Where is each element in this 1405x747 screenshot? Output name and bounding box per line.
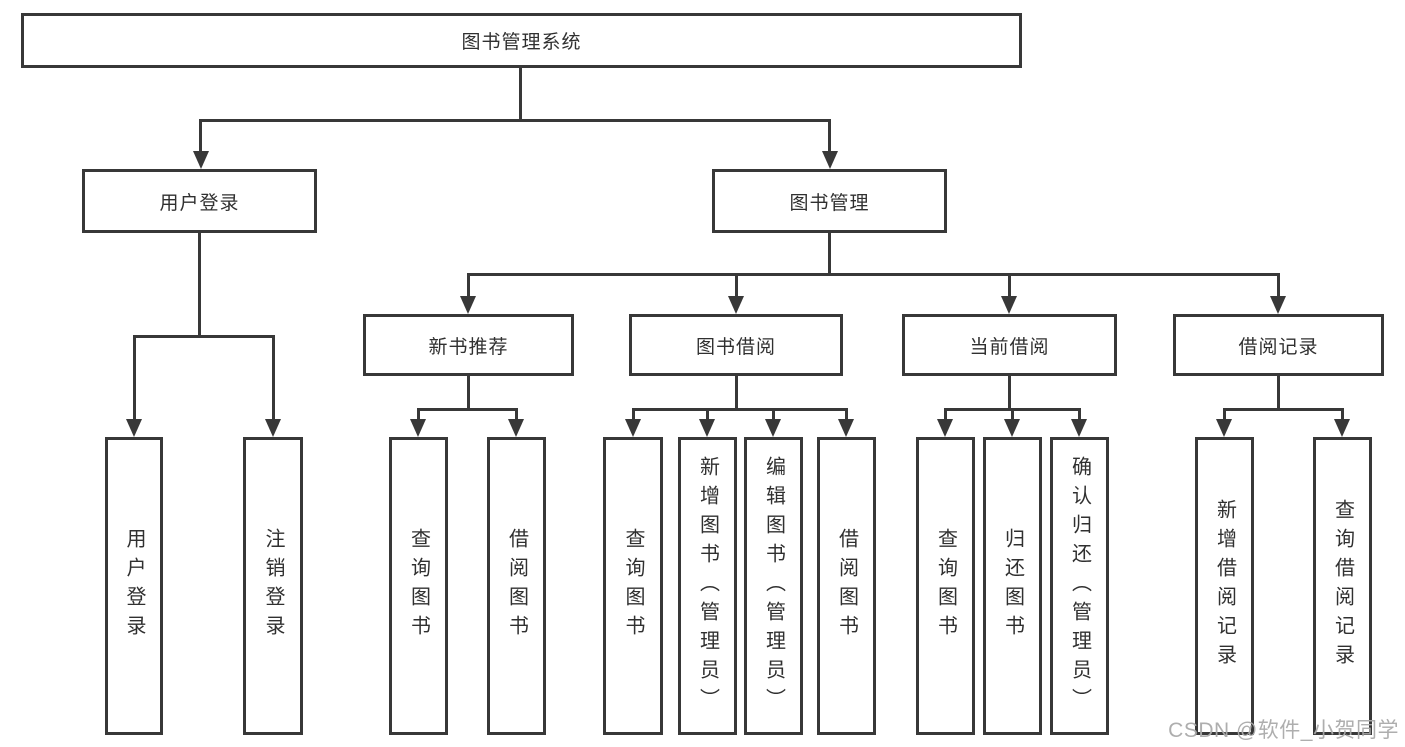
leaf-records-query-record-label: 查询借阅记录 <box>1331 499 1354 673</box>
arrow-down-icon <box>1334 419 1350 437</box>
connector-line <box>1011 408 1014 419</box>
leaf-newbook-borrow-books: 借阅图书 <box>487 437 546 735</box>
connector-line <box>1078 408 1081 419</box>
leaf-borrowing-borrow-books: 借阅图书 <box>817 437 876 735</box>
node-book-borrowing: 图书借阅 <box>629 314 843 376</box>
connector-line <box>519 68 522 119</box>
node-new-book-recommend-label: 新书推荐 <box>428 336 509 358</box>
arrow-down-icon <box>193 151 209 169</box>
arrow-down-icon <box>1071 419 1087 437</box>
node-borrowing-records-label: 借阅记录 <box>1238 336 1319 358</box>
node-current-borrowing: 当前借阅 <box>902 314 1117 376</box>
connector-line <box>845 408 848 419</box>
node-new-book-recommend: 新书推荐 <box>363 314 574 376</box>
connector-line <box>199 119 831 122</box>
connector-line <box>706 408 709 419</box>
arrow-down-icon <box>838 419 854 437</box>
leaf-records-query-record: 查询借阅记录 <box>1313 437 1372 735</box>
leaf-newbook-query-books-label: 查询图书 <box>407 528 430 644</box>
leaf-logout: 注销登录 <box>243 437 303 735</box>
connector-line <box>467 376 470 408</box>
connector-line <box>515 408 518 419</box>
leaf-records-add-record: 新增借阅记录 <box>1195 437 1254 735</box>
node-root-label: 图书管理系统 <box>461 32 582 53</box>
leaf-current-query-books-label: 查询图书 <box>934 528 957 644</box>
connector-line <box>198 233 201 335</box>
leaf-current-confirm-return-admin: 确认归还（管理员） <box>1050 437 1109 735</box>
connector-line <box>199 119 202 153</box>
leaf-borrowing-edit-books-admin-label: 编辑图书（管理员） <box>762 455 785 717</box>
leaf-borrowing-borrow-books-label: 借阅图书 <box>835 528 858 644</box>
leaf-borrowing-query-books-label: 查询图书 <box>622 528 644 644</box>
arrow-down-icon <box>1001 296 1017 314</box>
connector-line <box>772 408 775 419</box>
leaf-borrowing-query-books: 查询图书 <box>603 437 663 735</box>
node-book-management-label: 图书管理 <box>789 192 870 214</box>
connector-line <box>467 273 470 296</box>
connector-line <box>467 273 1280 276</box>
arrow-down-icon <box>460 296 476 314</box>
leaf-newbook-query-books: 查询图书 <box>389 437 448 735</box>
node-current-borrowing-label: 当前借阅 <box>969 336 1050 358</box>
arrow-down-icon <box>410 419 426 437</box>
leaf-borrowing-edit-books-admin: 编辑图书（管理员） <box>744 437 803 735</box>
arrow-down-icon <box>1004 419 1020 437</box>
leaf-borrowing-add-books-admin: 新增图书（管理员） <box>678 437 737 735</box>
leaf-logout-label: 注销登录 <box>262 528 284 644</box>
csdn-watermark: CSDN @软件_小贺同学 <box>1168 719 1399 742</box>
arrow-down-icon <box>765 419 781 437</box>
connector-line <box>632 408 635 419</box>
arrow-down-icon <box>1216 419 1232 437</box>
connector-line <box>1277 273 1280 296</box>
node-root: 图书管理系统 <box>21 13 1022 68</box>
arrow-down-icon <box>508 419 524 437</box>
arrow-down-icon <box>937 419 953 437</box>
connector-line <box>632 408 848 411</box>
arrow-down-icon <box>1270 296 1286 314</box>
arrow-down-icon <box>822 151 838 169</box>
arrow-down-icon <box>126 419 142 437</box>
connector-line <box>133 335 275 338</box>
connector-line <box>735 376 738 408</box>
connector-line <box>1008 273 1011 296</box>
connector-line <box>417 408 518 411</box>
leaf-current-return-books-label: 归还图书 <box>1001 528 1024 644</box>
leaf-borrowing-add-books-admin-label: 新增图书（管理员） <box>696 455 719 717</box>
connector-line <box>417 408 420 419</box>
arrow-down-icon <box>728 296 744 314</box>
leaf-newbook-borrow-books-label: 借阅图书 <box>505 528 528 644</box>
leaf-records-add-record-label: 新增借阅记录 <box>1213 499 1236 673</box>
connector-line <box>1277 376 1280 408</box>
connector-line <box>828 233 831 273</box>
connector-line <box>1341 408 1344 419</box>
connector-line <box>828 119 831 153</box>
leaf-current-confirm-return-admin-label: 确认归还（管理员） <box>1068 455 1091 717</box>
node-user-login-label: 用户登录 <box>159 192 240 214</box>
connector-line <box>1223 408 1344 411</box>
arrow-down-icon <box>699 419 715 437</box>
connector-line <box>1223 408 1226 419</box>
leaf-user-login-label: 用户登录 <box>123 528 145 644</box>
leaf-current-query-books: 查询图书 <box>916 437 975 735</box>
connector-line <box>735 273 738 296</box>
connector-line <box>1008 376 1011 408</box>
connector-line <box>133 335 136 419</box>
leaf-current-return-books: 归还图书 <box>983 437 1042 735</box>
node-book-borrowing-label: 图书借阅 <box>695 336 776 358</box>
arrow-down-icon <box>265 419 281 437</box>
node-user-login: 用户登录 <box>82 169 317 233</box>
node-book-management: 图书管理 <box>712 169 947 233</box>
node-borrowing-records: 借阅记录 <box>1173 314 1384 376</box>
arrow-down-icon <box>625 419 641 437</box>
connector-line <box>272 335 275 419</box>
connector-line <box>944 408 947 419</box>
leaf-user-login: 用户登录 <box>105 437 163 735</box>
